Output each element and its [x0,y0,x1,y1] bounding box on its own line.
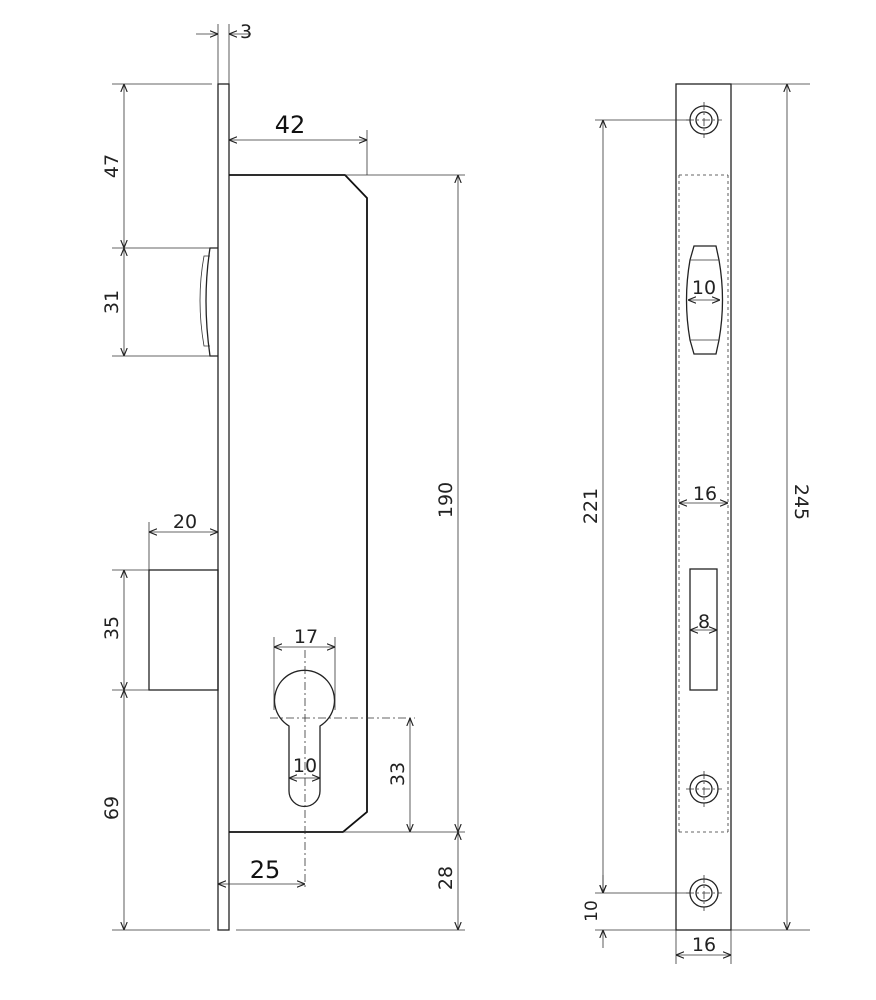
label-31: 31 [101,290,123,314]
label-245: 245 [790,484,812,520]
dim-top-to-latch: 47 [101,84,124,248]
label-25: 25 [250,856,281,884]
lock-case [229,174,368,833]
latch-bolt [205,247,218,357]
label-33: 33 [387,762,409,786]
dim-latch-height: 31 [101,248,124,356]
label-16-inner: 16 [693,483,717,505]
front-faceplate [675,83,732,931]
latch-slot [685,245,724,355]
label-221: 221 [580,488,602,524]
dim-plate-width: 16 [675,930,732,964]
label-10-slot: 10 [692,277,716,299]
label-3: 3 [240,21,252,43]
dim-cylinder-bottom: 10 [289,755,320,778]
label-20: 20 [173,511,197,533]
label-17: 17 [294,626,318,648]
faceplate [217,83,230,931]
label-8: 8 [698,611,710,633]
dim-plate-length: 245 [787,84,812,930]
dim-bolt-slot: 8 [690,611,717,633]
screw-hole-bottom [686,875,722,911]
label-69: 69 [101,796,123,820]
dim-plate-inner: 16 [679,483,728,505]
dim-bolt-throw: 20 [148,511,218,570]
label-190: 190 [435,482,457,518]
dim-case-height: 190 [435,175,458,832]
dim-screw-spacing: 221 [580,120,603,893]
dim-backset: 25 [218,856,305,884]
dim-backset-width: 42 [229,111,368,175]
screw-hole-top [686,102,722,138]
dim-faceplate-thickness: 3 [196,21,252,84]
label-10-offset: 10 [582,900,602,922]
screw-hole-middle [686,771,722,807]
dead-bolt [148,569,219,691]
front-view: 221 10 16 245 8 10 [580,83,812,964]
dim-latch-slot: 10 [688,277,720,300]
label-47: 47 [101,154,123,178]
side-view: 3 47 31 42 190 20 [101,21,465,931]
dim-cylinder-center: 33 [387,718,410,832]
label-42: 42 [275,111,306,139]
label-28: 28 [435,866,457,890]
dim-bottom-to-bolt: 69 [101,690,124,930]
dim-case-bottom-to-plate-end: 28 [435,832,458,930]
label-35: 35 [101,616,123,640]
dim-screw-offset: 10 [582,875,603,948]
dim-cylinder-width: 17 [273,626,336,710]
label-16-width: 16 [692,934,716,956]
cylinder-hole [273,669,336,808]
dim-bolt-height: 35 [101,570,124,690]
label-10-cyl: 10 [293,755,317,777]
